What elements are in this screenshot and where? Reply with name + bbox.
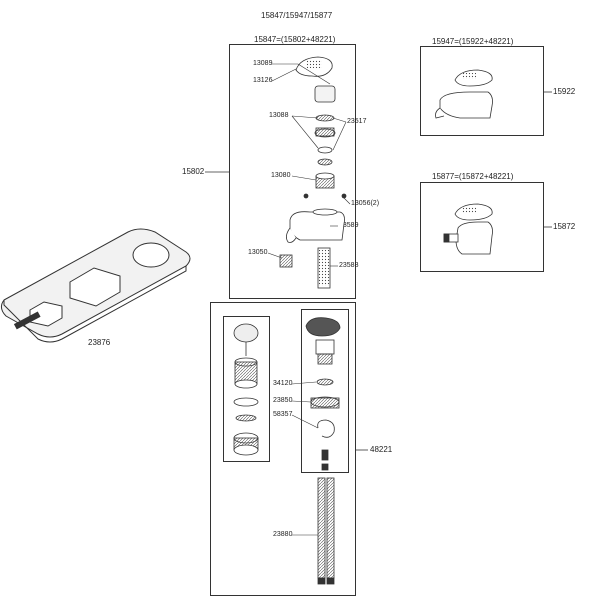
cap — [314, 85, 336, 103]
clip — [317, 419, 335, 438]
variant-bottom-tap — [443, 203, 493, 255]
waste-assembly — [233, 323, 259, 456]
main-assembly-box — [229, 44, 356, 299]
round-cutout — [132, 242, 170, 268]
variant-top-title: 15947=(15922+48221) — [432, 37, 514, 46]
lower-side-code: 48221 — [370, 445, 393, 454]
cartridge-assembly — [305, 317, 341, 471]
callout-13089: 13089 — [253, 60, 273, 67]
callout-23880: 23880 — [273, 531, 293, 538]
callout-23588: 23588 — [339, 262, 359, 269]
screw-left — [303, 193, 309, 199]
callout-23850: 23850 — [273, 397, 293, 404]
hexagon-cutout — [69, 267, 121, 307]
variant-bottom-title: 15877=(15872+48221) — [432, 172, 514, 181]
callout-58357: 58357 — [273, 411, 293, 418]
waste-inner-box — [223, 316, 270, 462]
variant-top-tap — [435, 69, 493, 119]
plate-brand-mark — [13, 311, 41, 330]
callout-13088: 13088 — [269, 112, 289, 119]
callout-34120: 34120 — [273, 380, 293, 387]
callout-13126: 13126 — [253, 77, 273, 84]
callout-13080: 13080 — [271, 172, 291, 179]
callout-13056: 13056(2) — [351, 200, 380, 207]
variant-bottom-box — [420, 182, 544, 272]
cartridge-inner-box — [301, 309, 349, 473]
ring-1 — [315, 114, 335, 122]
lower-assembly-box — [210, 302, 356, 596]
flexible-hoses — [317, 477, 335, 585]
variant-bottom-code: 15872 — [553, 222, 576, 231]
inner-lever — [305, 317, 341, 337]
callout-23589: 23589 — [339, 222, 359, 229]
cartridge-housing — [310, 397, 340, 409]
tap-hole-plate — [0, 228, 191, 343]
ring-2 — [317, 146, 333, 154]
main-assembly-parts — [279, 56, 347, 289]
waste-plug — [233, 323, 259, 343]
callout-13050: 13050 — [248, 249, 268, 256]
main-side-code: 15802 — [182, 167, 205, 176]
o-ring — [316, 378, 334, 386]
plate-code: 23876 — [88, 338, 111, 347]
variant-top-box — [420, 46, 544, 136]
variant-top-code: 15922 — [553, 87, 576, 96]
diagram-title: 15847/15947/15877 — [261, 11, 333, 20]
main-box-title: 15847=(15802+48221) — [254, 35, 336, 44]
waste-washer — [233, 397, 259, 407]
callout-23517: 23517 — [347, 118, 367, 125]
aerator — [279, 254, 293, 268]
screw-right — [341, 193, 347, 199]
ring-3 — [317, 158, 333, 166]
